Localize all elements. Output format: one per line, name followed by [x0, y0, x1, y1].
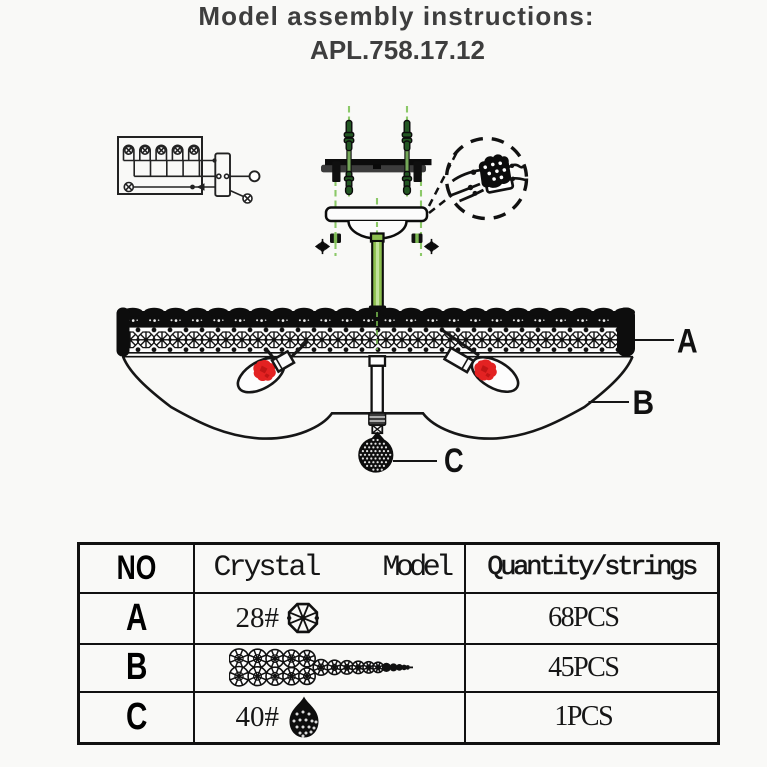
svg-text:A: A: [677, 322, 698, 360]
svg-text:B: B: [633, 383, 655, 421]
svg-text:C: C: [444, 441, 464, 480]
